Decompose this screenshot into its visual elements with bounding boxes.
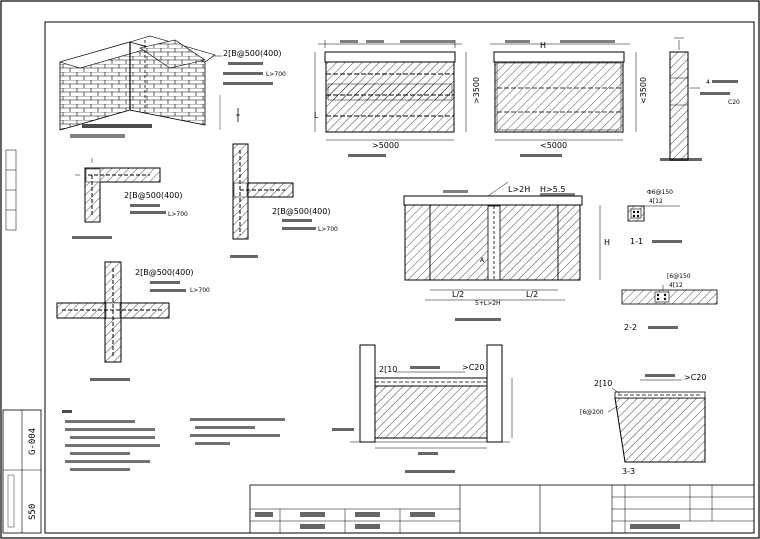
section-2-bars: 4[12 [669, 282, 683, 289]
section-2-stirrup: [6@150 [667, 273, 691, 280]
opening-bottom-note: 5+L>2H [475, 300, 501, 307]
brick-notes: 2[B@500(400) L>700 [212, 49, 286, 130]
end-tie-concrete: C20 [728, 99, 740, 106]
wall-b-top-mark: H [540, 41, 546, 50]
opening-wall-elevation: L>2H H>5.5 L/2 L/2 5+L>2H H A [403, 181, 610, 321]
wall-elevation-a: L >3500 >5000 [314, 40, 481, 157]
section-1-stirrup: Φ6@150 [647, 189, 673, 196]
opening-left-half: L/2 [452, 290, 464, 299]
title-block [249, 484, 755, 534]
wall-b-height: <3500 [639, 77, 648, 104]
left-title-strip: G-004 S50 [2, 409, 42, 534]
cross-plan-detail: 2[B@500(400) L>700 [56, 261, 210, 381]
opening-right-half: L/2 [526, 290, 538, 299]
lintel-concrete: >C20 [462, 363, 484, 372]
section-3-concrete: >C20 [684, 373, 706, 382]
section-1-1: Φ6@150 4[12 1-1 [627, 189, 682, 246]
end-tie-detail: 4 C20 [660, 37, 740, 161]
section-2-2: [6@150 4[12 2-2 [621, 273, 718, 332]
opening-top-note: L>2H [508, 185, 530, 194]
opening-top-note-2: H>5.5 [540, 185, 565, 194]
cross-length: L>700 [190, 287, 210, 294]
section-1-label: 1-1 [630, 237, 643, 246]
lintel-bars: 2[10 [379, 365, 397, 374]
brick-wall-isometric [58, 35, 216, 138]
opening-side-mark: H [604, 238, 610, 247]
lintel-elevation: 2[10 >C20 [332, 344, 513, 473]
wall-a-side-mark: L [314, 111, 319, 120]
drawing-number: G-004 [28, 428, 38, 455]
corner-length-label: L>700 [266, 71, 286, 78]
section-2-label: 2-2 [624, 323, 637, 332]
binding-margin [5, 149, 17, 231]
corner-rebar-label: 2[B@500(400) [223, 49, 281, 58]
wall-elevation-b: H <3500 <5000 [490, 40, 648, 157]
tee-plan-detail: 2[B@500(400) L>700 [230, 143, 338, 258]
section-3-3: 2[10 [6@200 >C20 3-3 [580, 373, 706, 476]
general-notes [62, 410, 285, 471]
corner-plan-length: L>700 [168, 211, 188, 218]
wall-a-height: >3500 [472, 77, 481, 104]
wall-b-width: <5000 [540, 141, 567, 150]
cross-rebar: 2[B@500(400) [135, 268, 193, 277]
section-3-label: 3-3 [622, 467, 635, 476]
section-3-bars: 2[10 [594, 379, 612, 388]
tee-rebar: 2[B@500(400) [272, 207, 330, 216]
section-3-stirrup: [6@200 [580, 409, 604, 416]
svg-text:A: A [480, 257, 485, 264]
sheet-code: S50 [28, 504, 38, 520]
corner-plan-rebar: 2[B@500(400) [124, 191, 182, 200]
corner-plan-detail: 2[B@500(400) L>700 [72, 158, 188, 239]
tee-length: L>700 [318, 226, 338, 233]
wall-a-width: >5000 [372, 141, 399, 150]
end-tie-bars: 4 [706, 79, 710, 86]
section-1-bars: 4[12 [649, 198, 663, 205]
